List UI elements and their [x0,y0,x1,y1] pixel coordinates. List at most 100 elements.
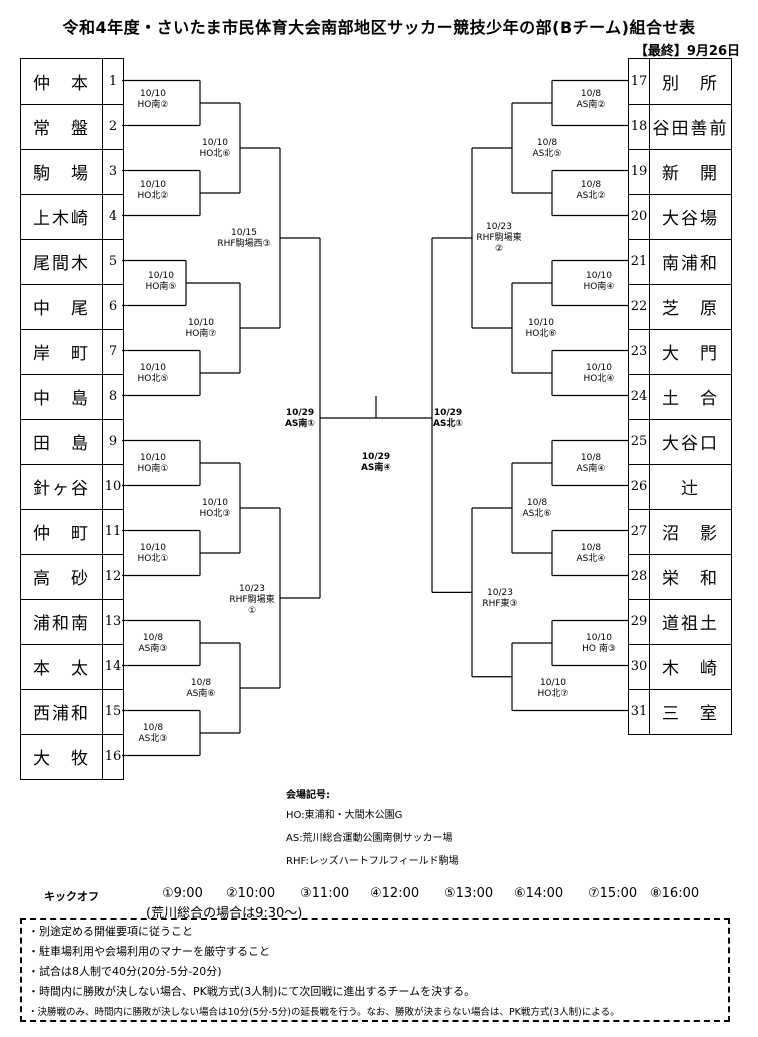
team-number: 11 [104,524,122,539]
kickoff-time: ⑥14:00 [514,886,564,901]
team-name: 常 盤 [21,104,103,149]
team-number: 21 [630,254,648,269]
team-number: 28 [630,569,648,584]
team-number: 14 [104,659,122,674]
page-title: 令和4年度・さいたま市民体育大会南部地区サッカー競技少年の部(Bチーム)組合せ表 [62,18,696,37]
team-number: 4 [108,209,118,224]
team-number: 29 [630,614,648,629]
note-item: ・駐車場利用や会場利用のマナーを厳守すること [28,945,270,958]
team-number: 16 [104,749,122,764]
team-number: 18 [630,119,648,134]
team-name: 高 砂 [21,554,103,599]
note-item: ・決勝戦のみ、時間内に勝敗が決しない場合は10分(5分-5分)の延長戦を行う。な… [28,1007,620,1018]
team-number: 5 [108,254,118,269]
team-number: 9 [108,434,118,449]
team-name: 大 牧 [21,734,103,779]
team-name: 大谷場 [649,194,731,239]
team-number: 3 [108,164,118,179]
team-number: 7 [108,344,118,359]
team-number: 19 [630,164,648,179]
team-row: 上木崎 4 [21,194,123,240]
team-name: 西浦和 [21,689,103,734]
team-name: 駒 場 [21,149,103,194]
team-name: 田 島 [21,419,103,464]
kickoff-time: ③11:00 [300,886,350,901]
notes-box: ・別途定める開催要項に従うこと ・駐車場利用や会場利用のマナーを厳守すること ・… [20,918,730,1022]
team-name: 木 崎 [649,644,731,689]
team-row: 田 島 9 [21,419,123,465]
note-item: ・試合は8人制で40分(20分-5分-20分) [28,965,222,978]
team-number: 1 [108,74,118,89]
bracket-lines [122,79,628,757]
team-number: 30 [630,659,648,674]
team-row: 駒 場 3 [21,149,123,195]
kickoff-note: (荒川総合の場合は9:30〜) [146,906,303,921]
team-name: 谷田善前 [649,104,731,149]
team-name: 針ヶ谷 [21,464,103,509]
kickoff-time: ②10:00 [226,886,276,901]
note-item: ・時間内に勝敗が決しない場合、PK戦方式(3人制)にて次回戦に進出するチームを決… [28,985,476,998]
team-number: 24 [630,389,648,404]
team-number: 8 [108,389,118,404]
team-number: 13 [104,614,122,629]
team-number: 25 [630,434,648,449]
team-number: 23 [630,344,648,359]
team-name: 別 所 [649,59,731,104]
team-name: 仲 町 [21,509,103,554]
team-number: 22 [630,299,648,314]
team-number: 31 [630,704,648,719]
team-name: 上木崎 [21,194,103,239]
legend-item: HO:東浦和・大間木公園G [286,810,403,821]
team-name: 芝 原 [649,284,731,329]
team-number: 26 [630,479,648,494]
team-number: 2 [108,119,118,134]
team-number: 10 [104,479,122,494]
team-name: 大谷口 [649,419,731,464]
team-name: 中 尾 [21,284,103,329]
team-name: 沼 影 [649,509,731,554]
team-name: 三 室 [649,689,731,734]
kickoff-time: ④12:00 [370,886,420,901]
kickoff-time: ①9:00 [162,886,203,901]
